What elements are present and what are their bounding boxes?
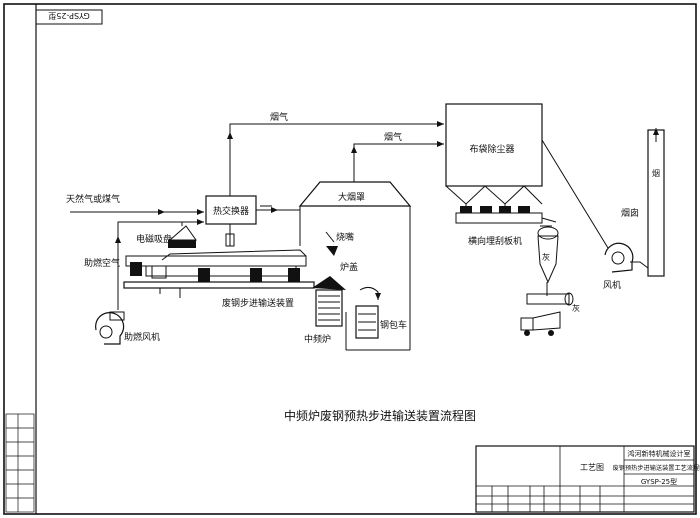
title-block-category: 工艺图 xyxy=(580,463,604,472)
title-block-model: GYSP-25型 xyxy=(641,477,677,486)
combustion-air-label: 助燃空气 xyxy=(84,257,120,269)
truck-ash-mark: 灰 xyxy=(572,303,580,313)
ladle-car: 钢包车 xyxy=(355,286,407,339)
ash-hopper: 灰 xyxy=(526,225,574,306)
ladle-car-label: 钢包车 xyxy=(380,319,407,331)
title-block-drawing-name: 废钢预热步进输送装置工艺流程图 xyxy=(613,464,700,472)
furnace-nozzle: 烧嘴 炉盖 xyxy=(325,231,358,273)
fan-icon: 风机 xyxy=(603,242,634,291)
gas-mid-label: 烟气 xyxy=(384,131,402,143)
combustion-fan-label: 助燃风机 xyxy=(124,331,160,343)
big-hood: 大烟罩 xyxy=(298,181,412,326)
big-hood-label: 大烟罩 xyxy=(338,191,365,203)
stepping-conveyor: 废钢步进输送装置 xyxy=(123,249,315,309)
fan-label: 风机 xyxy=(603,279,621,291)
outer-frame xyxy=(3,3,697,515)
scraper-label: 横向埋刮板机 xyxy=(468,235,522,247)
chimney-icon: 烟 烟囱 xyxy=(621,129,665,277)
bag-filter-label: 布袋除尘器 xyxy=(469,143,514,155)
fuel-label: 天然气或煤气 xyxy=(66,193,120,205)
heat-exchanger-label: 热交换器 xyxy=(213,205,249,217)
title-block xyxy=(475,445,695,513)
furnace-label: 中频炉 xyxy=(304,333,331,345)
chimney-mark: 烟 xyxy=(652,169,660,178)
combustion-fan-icon: 助燃风机 xyxy=(94,311,160,345)
drawing-caption: 中频炉废钢预热步进输送装置流程图 xyxy=(284,408,476,423)
ash-mark: 灰 xyxy=(542,252,550,262)
gas-top-label: 烟气 xyxy=(270,111,288,123)
chimney-label: 烟囱 xyxy=(621,207,639,219)
electromagnetic-chuck: 电磁吸盘 xyxy=(136,222,197,248)
bag-filter: 布袋除尘器 xyxy=(445,103,557,224)
nozzle-label: 烧嘴 xyxy=(336,231,354,243)
induction-furnace: 中频炉 xyxy=(304,276,346,345)
conveyor-label: 废钢步进输送装置 xyxy=(222,297,294,309)
truck-icon: 灰 xyxy=(520,303,580,336)
heat-exchanger: 热交换器 xyxy=(205,195,257,225)
title-block-company: 鸿河新特机械设计室 xyxy=(628,449,691,458)
drawing-code-text: GYSP-25型 xyxy=(48,11,89,20)
furnace-cover-label: 炉盖 xyxy=(340,261,358,273)
chuck-label: 电磁吸盘 xyxy=(136,233,172,245)
left-margin-table xyxy=(5,413,35,513)
drawing-code-box: GYSP-25型 xyxy=(35,9,103,25)
